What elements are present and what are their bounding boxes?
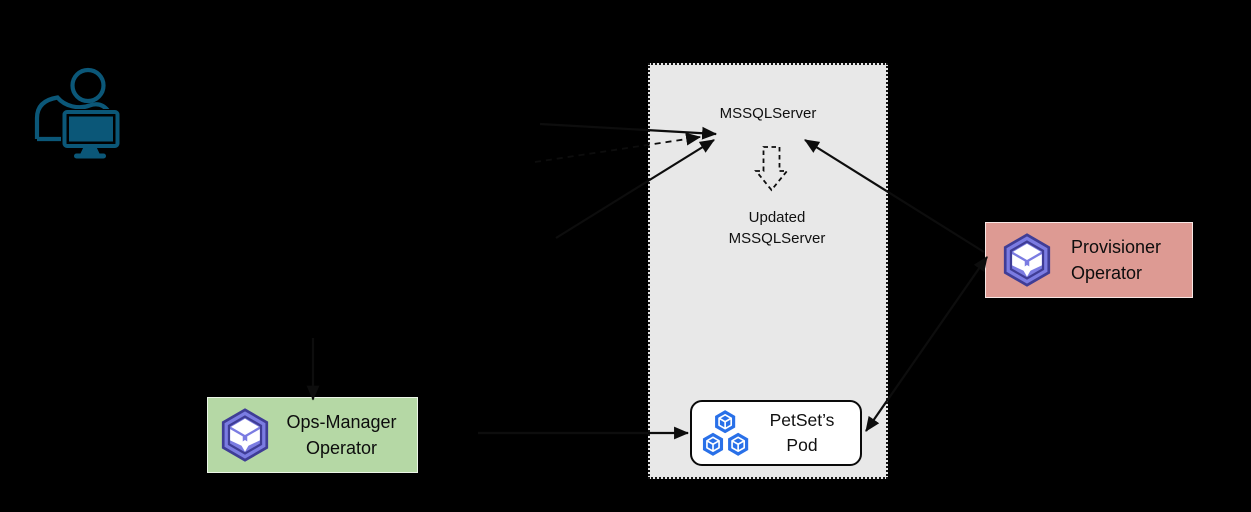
- monitor-base: [74, 153, 106, 159]
- operator-cube-icon: [221, 408, 269, 462]
- updated-label-line1: Updated: [748, 209, 806, 226]
- ops-manager-label-line2: Operator: [305, 438, 378, 458]
- monitor-parts: [69, 116, 113, 159]
- provisioner-label-line1: Provisioner: [1071, 237, 1162, 257]
- monitor-stand: [80, 146, 100, 154]
- petset-label-line2: Pod: [786, 435, 818, 455]
- petset-label-line1: PetSet’s: [769, 410, 835, 430]
- provisioner-label-line2: Operator: [1071, 263, 1143, 283]
- ops-manager-label-line1: Ops-Manager: [286, 412, 397, 432]
- provisioner-operator-label: Provisioner Operator: [1071, 234, 1161, 286]
- operator-inner-hexagon: [1009, 240, 1045, 280]
- ops-manager-operator-box: Ops-Manager Operator: [207, 397, 418, 473]
- mssqlserver-label: MSSQLServer: [719, 105, 817, 122]
- monitor-screen: [69, 116, 113, 142]
- person-head: [70, 67, 106, 104]
- provisioner-operator-box: Provisioner Operator: [985, 222, 1193, 298]
- pod-cube-wireframes: [706, 413, 746, 453]
- operator-cube-faces: [1012, 243, 1042, 277]
- kubernetes-pods-icon: [701, 408, 750, 458]
- petset-pod-label: PetSet’s Pod: [752, 408, 852, 458]
- ops-manager-operator-label: Ops-Manager Operator: [272, 409, 417, 461]
- operator-cube-icon: [1003, 233, 1051, 287]
- updated-mssqlserver-label: Updated MSSQLServer: [677, 207, 877, 249]
- person-at-computer-icon: [34, 67, 121, 159]
- updated-label-line2: MSSQLServer: [728, 230, 826, 247]
- operator-inner-hexagon: [227, 415, 263, 455]
- petset-pod-box: PetSet’s Pod: [690, 400, 862, 466]
